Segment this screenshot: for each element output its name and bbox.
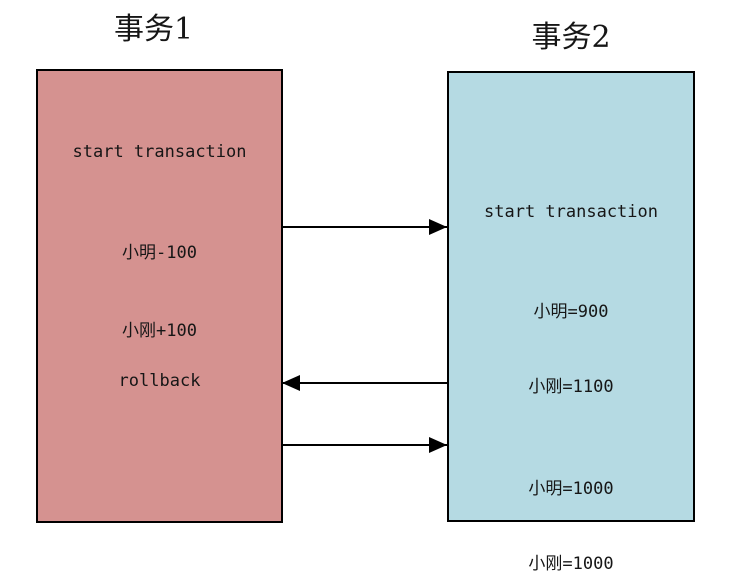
transaction1-title: 事务1	[113, 12, 194, 47]
transaction1-operation-line: 小明-100	[122, 243, 197, 263]
transaction2-value-line: 小刚=1100	[528, 377, 614, 397]
transaction1-start-label: start transaction	[72, 142, 247, 162]
transaction1-operations: 小明-100 小刚+100	[38, 188, 281, 396]
arrow-t1-to-t2-start-icon	[282, 219, 447, 235]
transaction1-rollback-label: rollback	[118, 371, 201, 391]
arrow-t2-to-t1-rollback-icon	[282, 375, 447, 391]
transaction1-box: start transaction 小明-100 小刚+100 rollback	[36, 69, 283, 523]
transaction2-after-rollback-values: 小明=1000 小刚=1000	[449, 427, 693, 571]
transaction2-title: 事务2	[531, 20, 611, 55]
transaction2-value-line: 小明=1000	[528, 479, 614, 499]
transaction2-box: start transaction 小明=900 小刚=1100 小明=1000…	[447, 71, 695, 571]
transaction1-operation-line: 小刚+100	[122, 321, 197, 341]
transaction2-start-label: start transaction	[484, 202, 658, 222]
arrow-t1-to-t2-reread-icon	[282, 437, 447, 453]
transaction2-value-line: 小刚=1000	[528, 554, 614, 571]
transaction2-value-line: 小明=900	[533, 302, 609, 322]
transaction2-dirty-read-values: 小明=900 小刚=1100	[449, 250, 693, 450]
